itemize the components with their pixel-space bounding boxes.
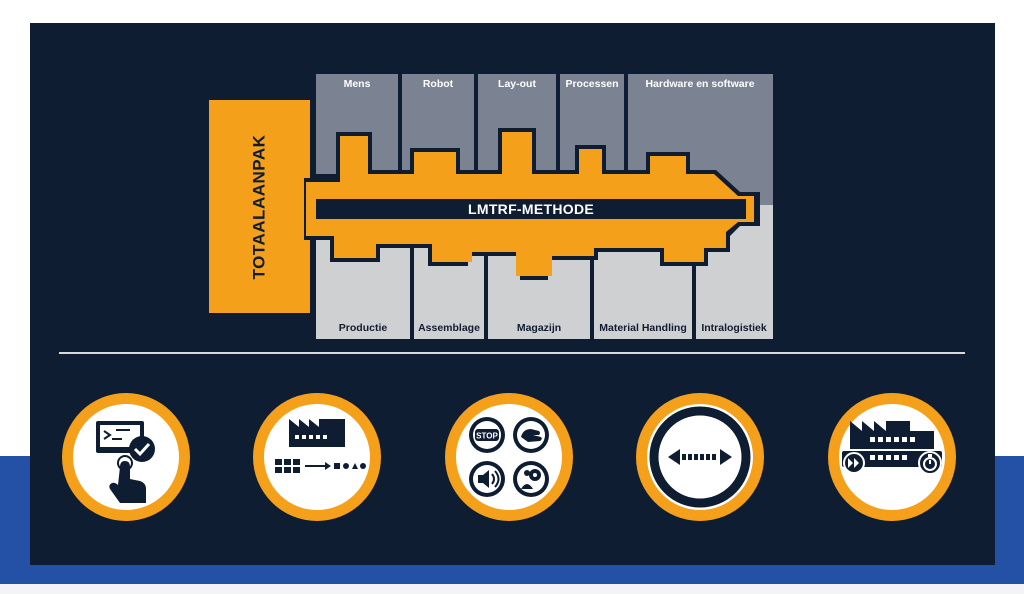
section-divider — [59, 352, 965, 354]
key-groove-bar — [316, 199, 746, 219]
top-label-hardware: Hardware en software — [645, 78, 755, 90]
bottom-label-intralogistiek: Intralogistiek — [701, 322, 767, 334]
key-bow — [209, 100, 310, 313]
factory-fast-timer-icon — [824, 389, 960, 525]
top-label-layout: Lay-out — [498, 78, 536, 90]
factory-process-icon — [249, 389, 385, 525]
method-label: LMTRF-METHODE — [468, 201, 594, 217]
touch-check-icon — [58, 389, 194, 525]
bottom-label-assemblage: Assemblage — [418, 322, 480, 334]
background-bottom-strip — [0, 584, 1024, 594]
bottom-label-magazijn: Magazijn — [516, 322, 562, 334]
key-bow-label: TOTAALAANPAK — [249, 134, 269, 279]
key-bow-label-wrap: TOTAALAANPAK — [209, 100, 310, 313]
arrow-bidirectional-icon — [632, 389, 768, 525]
top-label-processen: Processen — [565, 78, 619, 90]
top-label-mens: Mens — [343, 78, 371, 90]
top-label-robot: Robot — [422, 78, 454, 90]
stop-hand-sound-gear-icon: STOP — [441, 389, 577, 525]
bottom-label-productie: Productie — [338, 322, 388, 334]
bottom-label-material-handling: Material Handling — [599, 322, 687, 334]
svg-text:STOP: STOP — [476, 432, 498, 441]
